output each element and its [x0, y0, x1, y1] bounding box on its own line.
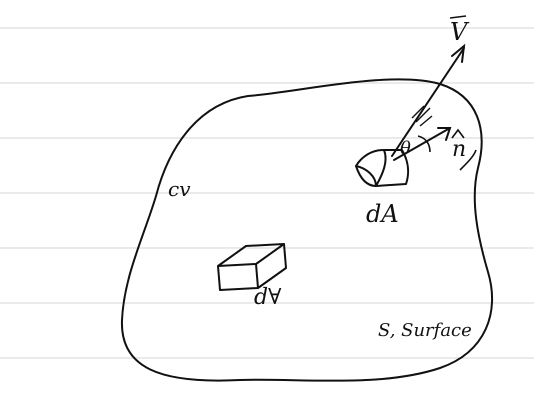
surface-label: S, Surface — [378, 320, 472, 341]
volume-element-label: d∀ — [254, 285, 282, 310]
control-surface-outline — [120, 78, 494, 382]
normal-vector-arrow — [393, 127, 452, 161]
velocity-overbar — [449, 15, 467, 19]
control-volume-label: cv — [168, 177, 191, 201]
velocity-label: V — [450, 18, 470, 46]
normal-label: n — [452, 137, 466, 162]
area-element-label: dA — [366, 200, 399, 228]
angle-label: θ — [400, 138, 411, 159]
angle-arc — [417, 135, 431, 153]
volume-element-box — [217, 243, 287, 291]
angle-hatching — [411, 105, 433, 127]
ruled-lines — [0, 27, 534, 359]
velocity-vector-arrow — [391, 43, 466, 157]
area-element-patch — [355, 149, 410, 187]
normal-hat — [451, 128, 465, 139]
surface-tick-mark — [459, 149, 477, 171]
